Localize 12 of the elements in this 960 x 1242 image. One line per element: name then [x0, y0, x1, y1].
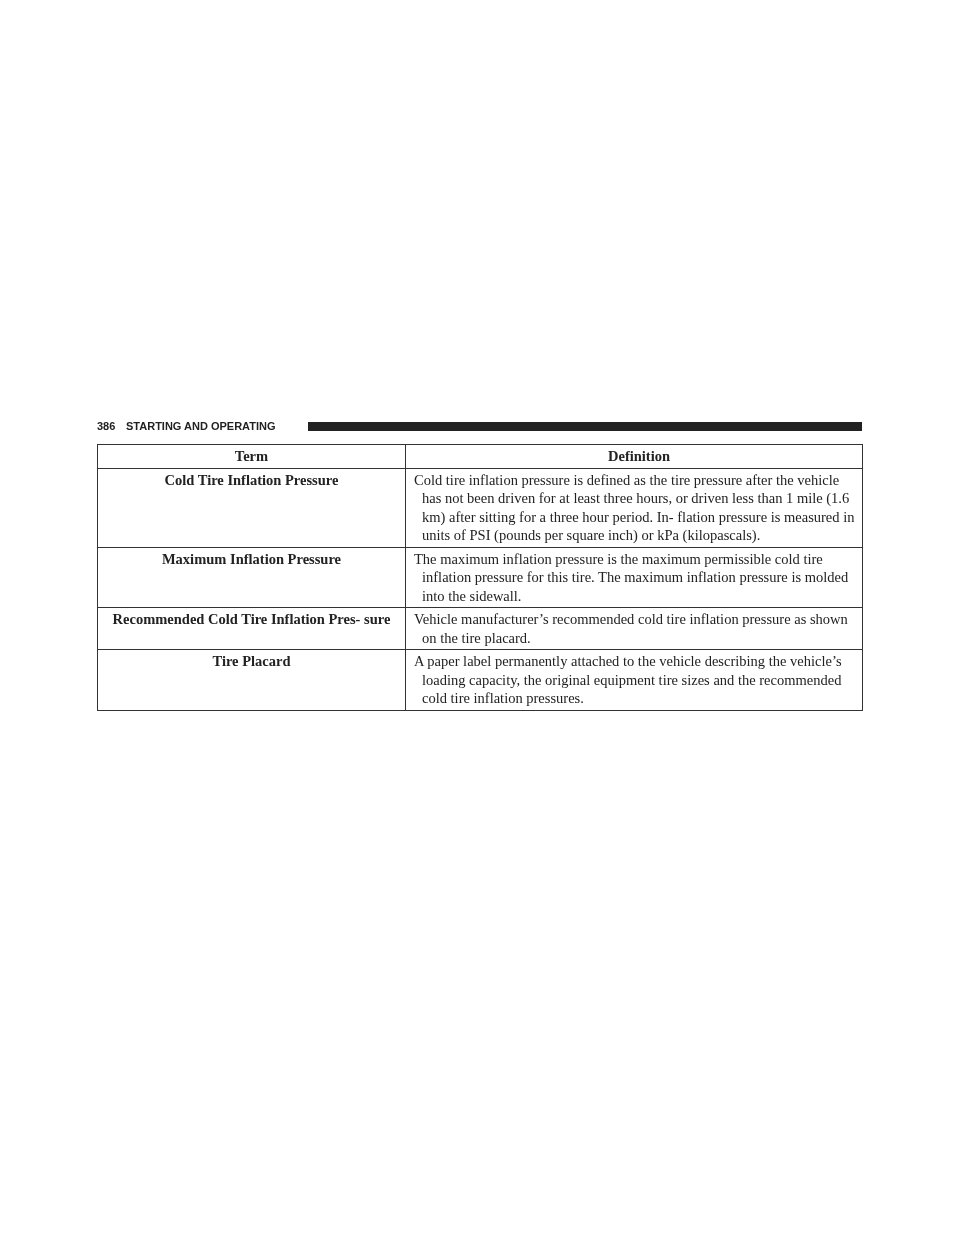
definition-cell: A paper label permanently attached to the vehicle describing the vehicle’s loading capacity, the original equipment tire sizes and the recommended cold tire inflation pressures.	[405, 649, 863, 710]
column-header: Definition	[405, 444, 863, 468]
definition-cell: The maximum inflation pressure is the maximum permissible cold tire inflation pressure for this tire. The maximum inflation pressure is molded into the sidewall.	[405, 547, 863, 608]
term-cell: Maximum Inflation Pressure	[97, 547, 406, 608]
term-cell: Recommended Cold Tire Inflation Pres- sure	[97, 607, 406, 650]
term-cell: Cold Tire Inflation Pressure	[97, 468, 406, 547]
column-header: Term	[97, 444, 406, 468]
definition-cell: Vehicle manufacturer’s recommended cold tire inflation pressure as shown on the tire placard.	[405, 607, 863, 650]
term-cell: Tire Placard	[97, 649, 406, 710]
definition-cell: Cold tire inflation pressure is defined as the tire pressure after the vehicle has not been driven for at least three hours, or driven less than 1 mile (1.6 km) after sitting for a three hour period. In- flation pressure is measured in units of PSI (pounds per square inch) or kPa (kilopascals).	[405, 468, 863, 547]
section-header: STARTING AND OPERATING	[126, 420, 276, 432]
page-number: 386	[97, 420, 116, 432]
